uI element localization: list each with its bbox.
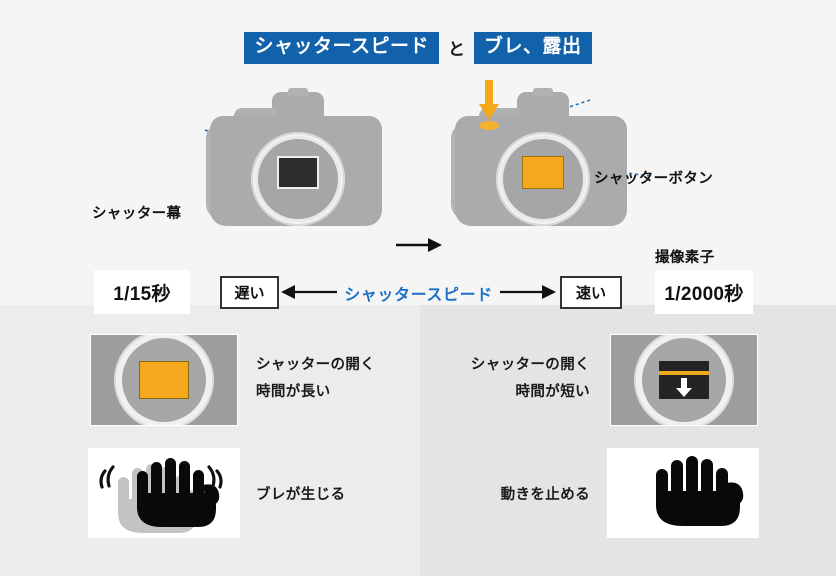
- page-title: シャッタースピード と ブレ、露出: [0, 32, 836, 64]
- speed-label-fast: 速い: [560, 276, 622, 309]
- fast-shutter-image: [610, 334, 758, 426]
- sharp-hand-icon: [656, 456, 744, 526]
- press-down-arrow-icon: [479, 80, 499, 120]
- callout-image-sensor: 撮像素子: [655, 250, 715, 266]
- fast-shutter-caption: シャッターの開く 時間が短い: [330, 352, 590, 406]
- callout-shutter-curtain: シャッター幕: [92, 206, 182, 222]
- scale-axis-label: シャッタースピード: [344, 287, 493, 304]
- slow-shutter-caption: シャッターの開く 時間が長い: [256, 352, 375, 406]
- shutter-speed-scale: 1/15秒 遅い シャッタースピード 速い 1/2000秒: [0, 270, 836, 318]
- title-chip-blur-exposure: ブレ、露出: [474, 32, 592, 64]
- time-value-slow: 1/15秒: [94, 270, 190, 314]
- fast-blur-caption: 動きを止める: [500, 487, 590, 503]
- camera-hotshoe: [288, 88, 308, 96]
- camera-closed-shutter: [206, 88, 382, 228]
- fast-shutter-caption-line1: シャッターの開く: [470, 357, 590, 373]
- curtain-travel-arrow-icon: [676, 378, 692, 397]
- blurred-hand-image: [88, 448, 240, 538]
- sharp-hand-image: [607, 448, 759, 538]
- transition-arrow-right-icon: [396, 238, 442, 252]
- title-conjunction: と: [448, 40, 466, 60]
- camera-diagram: シャッター幕 シャッターボタン 撮像素子: [0, 78, 836, 266]
- shutter-gate-open-icon: [139, 361, 189, 399]
- camera-open-shutter: [451, 80, 627, 228]
- scale-arrow-left-icon: [281, 285, 337, 299]
- image-sensor-exposed: [522, 156, 564, 189]
- slow-shutter-caption-line1: シャッターの開く: [256, 357, 376, 373]
- shutter-curtain-closed: [277, 156, 319, 189]
- slow-shutter-image: [90, 334, 238, 426]
- slow-shutter-caption-line2: 時間が長い: [256, 383, 331, 400]
- shutter-button[interactable]: [479, 121, 499, 130]
- scale-arrow-right-icon: [500, 285, 556, 299]
- title-chip-shutter-speed: シャッタースピード: [244, 32, 440, 64]
- camera-hotshoe: [533, 88, 553, 96]
- shutter-gate-slit-icon: [659, 361, 709, 399]
- time-value-fast: 1/2000秒: [655, 270, 753, 314]
- callout-shutter-button: シャッターボタン: [594, 171, 714, 187]
- fast-shutter-caption-line2: 時間が短い: [515, 383, 590, 400]
- blurred-hand-icon: [99, 458, 223, 533]
- slow-blur-caption: ブレが生じる: [256, 487, 346, 503]
- speed-label-slow: 遅い: [220, 276, 279, 309]
